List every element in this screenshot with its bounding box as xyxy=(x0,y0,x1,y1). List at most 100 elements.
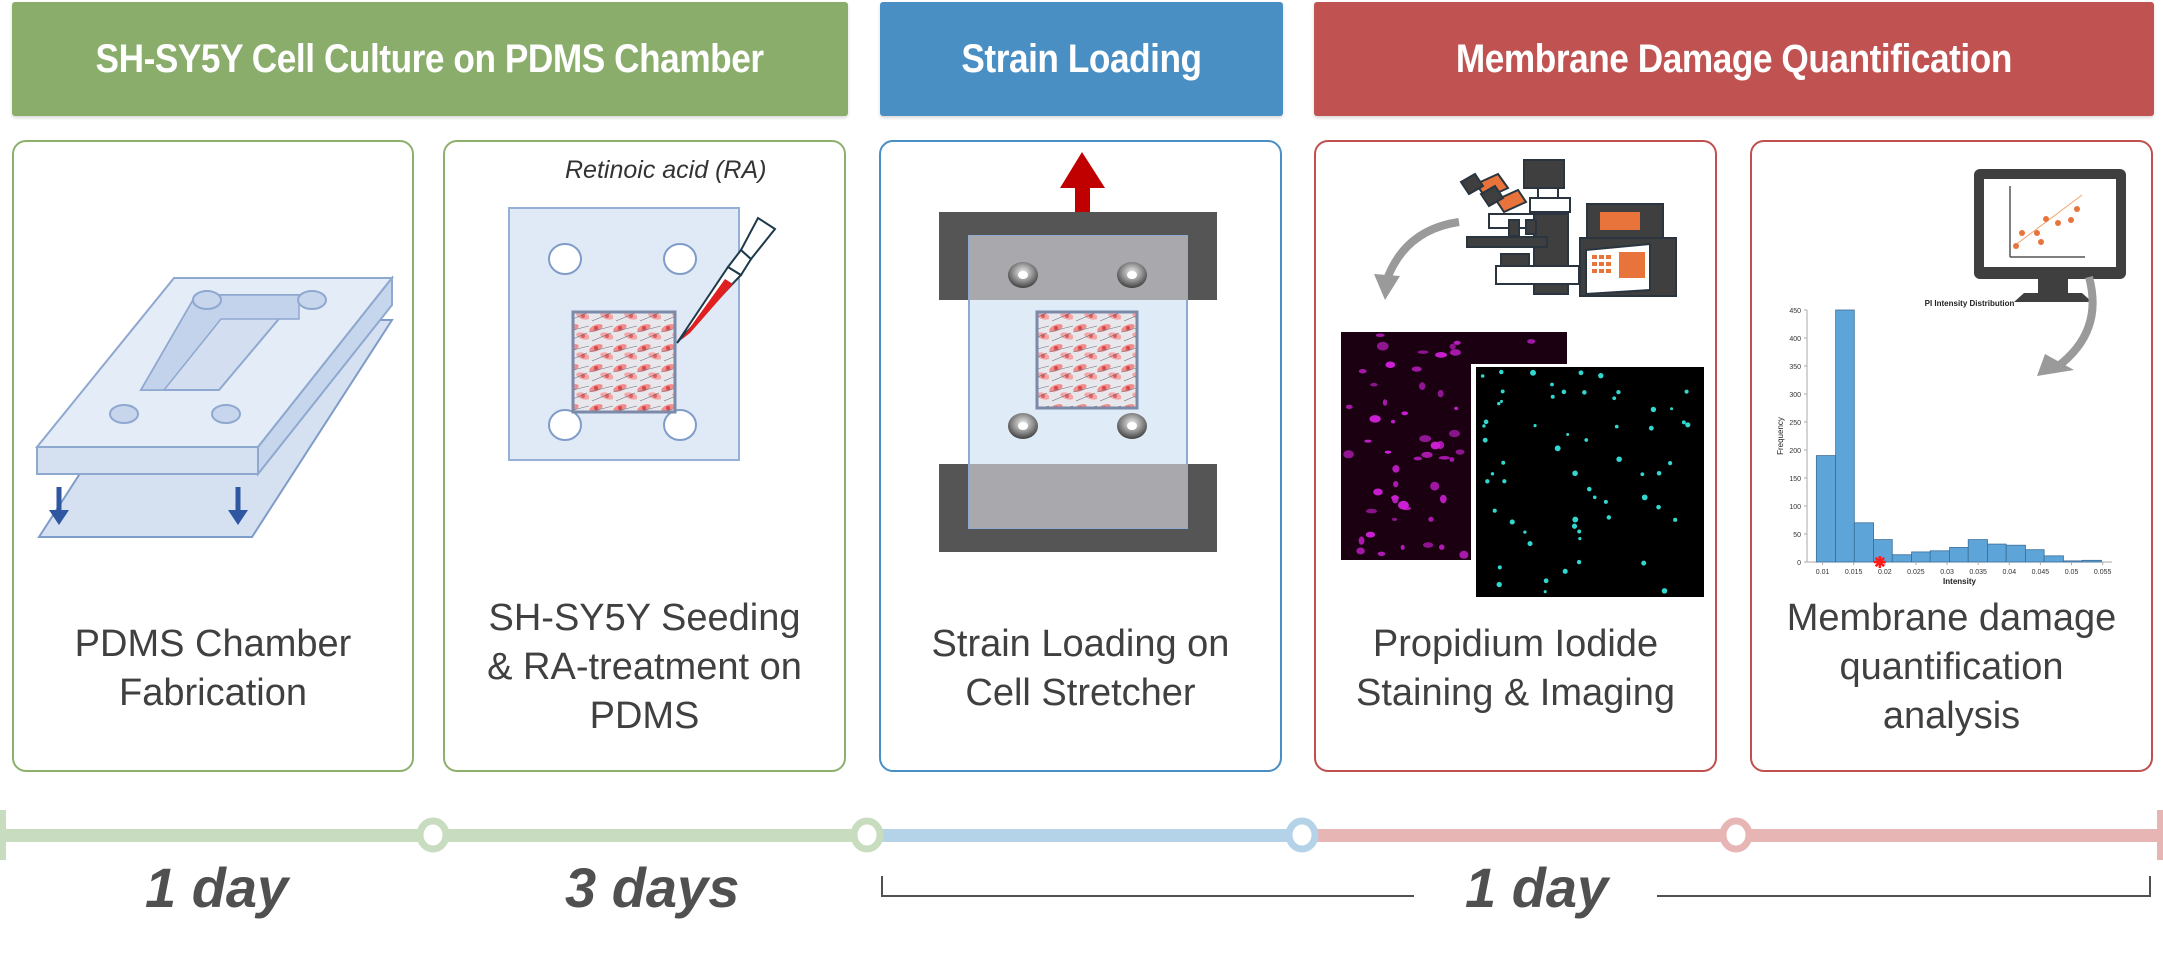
cyan-dot xyxy=(1530,369,1536,376)
screw-icon xyxy=(1117,413,1147,439)
screw-icon xyxy=(1117,262,1147,288)
cyan-dot xyxy=(1550,394,1555,399)
caption-pdms-fabrication: PDMS Chamber Fabrication xyxy=(74,623,352,714)
cyan-dot xyxy=(1685,422,1691,428)
cyan-dot xyxy=(1612,396,1617,401)
y-tick-label: 200 xyxy=(1789,448,1801,455)
cyan-dot xyxy=(1554,445,1561,452)
y-tick-label: 0 xyxy=(1797,560,1801,567)
magenta-dot xyxy=(1419,382,1426,390)
magenta-dot xyxy=(1453,340,1461,345)
seeding-illustration xyxy=(508,207,777,461)
cyan-dot xyxy=(1499,399,1504,403)
controller-device-icon xyxy=(1579,203,1677,297)
banner-strain-loading-label: Strain Loading xyxy=(961,36,1202,81)
curved-arrow-icon xyxy=(1374,218,1460,300)
histogram-bar xyxy=(2005,544,2026,563)
cyan-dot xyxy=(1614,424,1619,429)
banner-strain-loading: Strain Loading xyxy=(880,2,1283,116)
magenta-dot xyxy=(1384,450,1392,454)
cyan-dot xyxy=(1648,425,1654,431)
magenta-dot xyxy=(1448,429,1461,438)
cyan-dot xyxy=(1578,536,1582,541)
pdms-hole xyxy=(297,290,327,310)
timeline-node xyxy=(1285,817,1319,853)
histogram-bar xyxy=(2043,555,2064,563)
magenta-dot xyxy=(1435,351,1448,358)
magenta-dot xyxy=(1356,547,1365,555)
cyan-dot xyxy=(1480,374,1485,378)
pdms-hole xyxy=(192,290,222,310)
cyan-dot xyxy=(1578,370,1584,376)
magenta-dot xyxy=(1358,368,1367,374)
magenta-dot xyxy=(1449,457,1455,462)
pdms-hole xyxy=(663,409,697,441)
magenta-dot xyxy=(1417,350,1429,354)
magenta-dot xyxy=(1392,465,1400,473)
y-tick-label: 400 xyxy=(1789,336,1801,343)
histogram-bar xyxy=(1949,547,1969,563)
histogram-bar xyxy=(1815,455,1837,563)
x-tick-label: 0.02 xyxy=(1878,569,1892,576)
pdms-hole xyxy=(548,243,582,275)
panel-pdms-fabrication: PDMS Chamber Fabrication xyxy=(12,140,414,772)
cyan-dot xyxy=(1577,529,1582,534)
magenta-dot xyxy=(1421,451,1433,458)
magenta-dot xyxy=(1343,450,1354,459)
cyan-dot xyxy=(1543,590,1547,594)
arrow-up-icon xyxy=(1060,152,1105,214)
cyan-dot xyxy=(1533,424,1537,428)
y-tick-label: 300 xyxy=(1789,392,1801,399)
magenta-dot xyxy=(1365,508,1378,514)
timeline xyxy=(0,810,2163,897)
duration-label-1-day-final: 1 day xyxy=(1465,856,1609,919)
chart-title: PI Intensity Distribution xyxy=(1925,299,2015,308)
cyan-dot xyxy=(1656,504,1661,510)
cell-culture-well xyxy=(571,310,677,414)
duration-label-1-day: 1 day xyxy=(145,856,289,919)
cyan-dot xyxy=(1497,401,1501,406)
cyan-dot xyxy=(1582,390,1587,395)
cyan-dot xyxy=(1509,519,1515,525)
cyan-dot xyxy=(1501,460,1506,465)
cyan-dot xyxy=(1561,389,1567,395)
cyan-dot xyxy=(1673,517,1678,522)
cyan-dot xyxy=(1490,472,1495,476)
histogram-bar xyxy=(1891,554,1912,563)
cyan-stain-dots xyxy=(1480,369,1691,594)
cyan-dot xyxy=(1566,432,1570,436)
cyan-dot xyxy=(1606,515,1612,520)
magenta-dot xyxy=(1449,343,1456,350)
pdms-slab-front xyxy=(36,446,259,475)
y-tick-label: 150 xyxy=(1789,476,1801,483)
pi-image-cyan xyxy=(1476,367,1704,597)
retinoic-acid-label: Retinoic acid (RA) xyxy=(565,156,767,184)
y-tick-label: 50 xyxy=(1793,532,1801,539)
y-tick-label: 250 xyxy=(1789,420,1801,427)
histogram-bar xyxy=(2025,549,2045,563)
magenta-dot xyxy=(1428,516,1434,522)
pdms-hole xyxy=(109,404,139,424)
y-tick-label: 350 xyxy=(1789,364,1801,371)
magenta-dot xyxy=(1375,333,1385,337)
histogram-bar xyxy=(2063,560,2083,563)
cyan-dot xyxy=(1572,470,1578,477)
histogram-bar xyxy=(1967,539,1988,563)
magenta-dot xyxy=(1377,551,1386,557)
magenta-dot xyxy=(1358,536,1365,545)
duration-bracket-right xyxy=(1657,876,2151,897)
histogram-bar xyxy=(1853,522,1875,563)
cyan-dot xyxy=(1603,499,1608,504)
magenta-dot xyxy=(1385,361,1396,369)
cyan-dot xyxy=(1496,581,1502,588)
imaging-illustration xyxy=(1341,159,1705,600)
arrow-down-icon xyxy=(49,487,69,525)
timeline-node xyxy=(850,817,884,853)
arrow-down-icon xyxy=(228,487,248,525)
cyan-dot xyxy=(1482,437,1488,443)
cyan-dot xyxy=(1523,530,1527,534)
cyan-dot xyxy=(1681,420,1686,425)
caption-analysis: Membrane damage quantification analysis xyxy=(1786,597,2117,737)
magenta-dot xyxy=(1430,481,1440,491)
